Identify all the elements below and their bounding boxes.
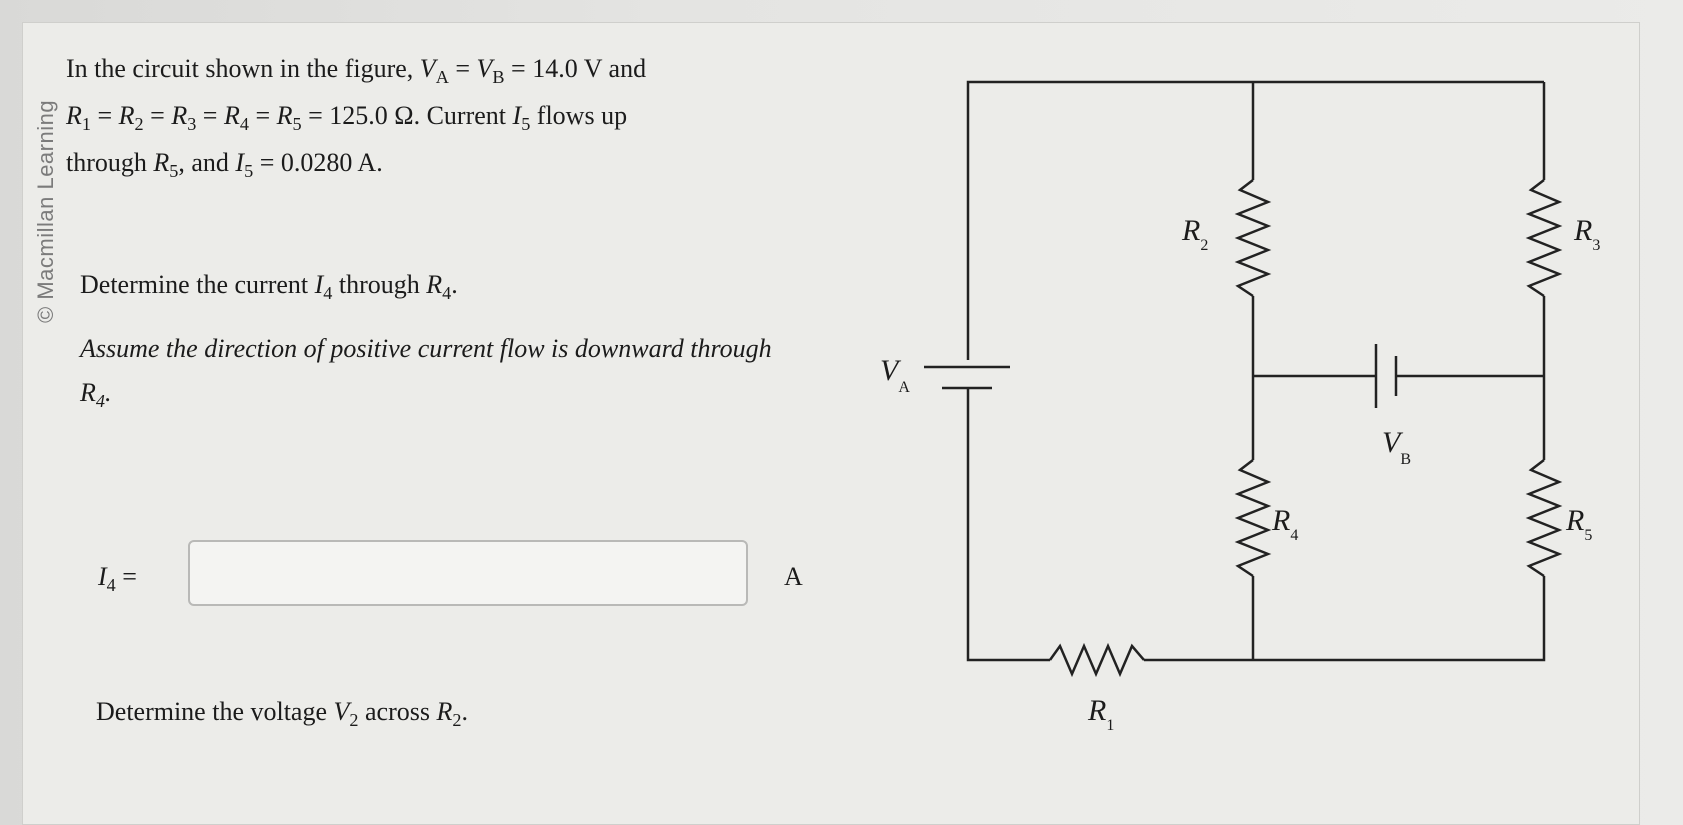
problem-line-3: through R5, and I5 = 0.0280 A. [66, 148, 383, 182]
problem-statement: In the circuit shown in the figure, VA =… [66, 45, 826, 186]
copyright-credit: © Macmillan Learning [33, 99, 58, 323]
question-panel: © Macmillan Learning [22, 22, 1640, 825]
label-r4: R4 [1271, 504, 1298, 544]
resistor-r4 [1234, 459, 1272, 578]
label-vb: VB [1382, 426, 1411, 468]
label-r3: R3 [1573, 214, 1600, 254]
circuit-diagram: VA R2 R3 VB R4 R5 R1 [880, 80, 1600, 734]
resistor-r1 [1048, 642, 1145, 678]
resistor-r2 [1234, 179, 1272, 298]
answer-input-i4[interactable] [188, 540, 748, 606]
resistor-r3 [1525, 179, 1563, 298]
problem-line-1: In the circuit shown in the figure, VA =… [66, 54, 647, 88]
question-2-prompt: Determine the voltage V2 across R2. [96, 697, 468, 731]
wire-left-bottom [966, 388, 1050, 662]
answer-label: I4 = [98, 562, 137, 596]
question-1-prompt: Determine the current I4 through R4. [80, 270, 458, 304]
problem-line-2: R1 = R2 = R3 = R4 = R5 = 125.0 Ω. Curren… [66, 101, 628, 135]
question-1-assumption: Assume the direction of positive current… [80, 334, 772, 412]
label-va: VA [880, 354, 910, 396]
answer-unit: A [784, 562, 803, 591]
label-r2: R2 [1181, 214, 1208, 254]
wire-left-top [966, 80, 1170, 360]
label-r5: R5 [1565, 504, 1592, 544]
label-r1: R1 [1087, 694, 1114, 734]
resistor-r5 [1525, 459, 1563, 578]
